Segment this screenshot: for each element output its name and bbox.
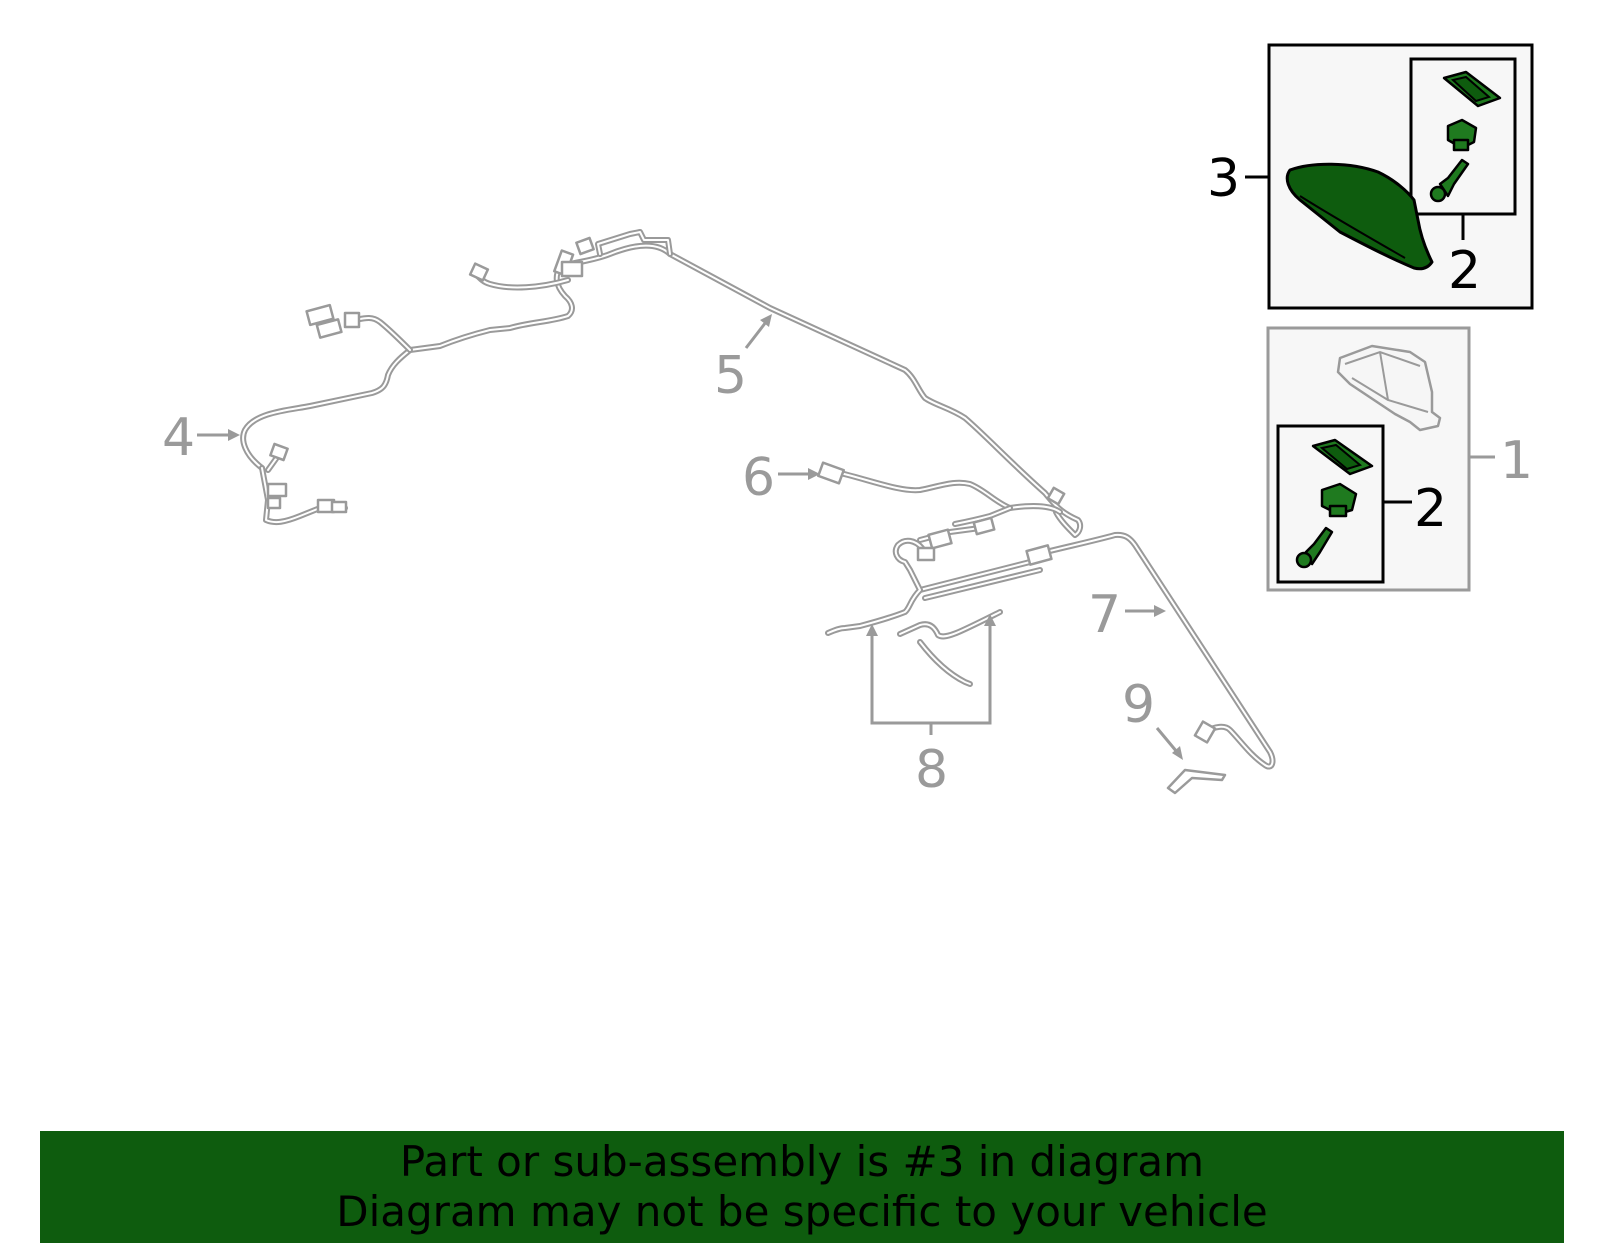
callout-9: 9	[1122, 675, 1155, 735]
leaders-gray	[197, 314, 1183, 760]
wire-harness-4	[240, 229, 1084, 538]
banner-line-part: Part or sub-assembly is #3 in diagram	[399, 1137, 1205, 1186]
part-9-bracket	[1166, 768, 1227, 795]
callout-5: 5	[714, 346, 747, 406]
callout-8: 8	[915, 740, 948, 800]
callout-7: 7	[1088, 585, 1121, 645]
part-1-antenna-assembly-box[interactable]	[1266, 326, 1471, 592]
antenna-cover-part	[1285, 162, 1434, 271]
callout-2b: 2	[1414, 479, 1447, 539]
callout-2a: 2	[1448, 241, 1481, 301]
callout-4: 4	[162, 408, 195, 468]
banner-line-disclaimer: Diagram may not be specific to your vehi…	[336, 1187, 1268, 1236]
callout-1: 1	[1500, 431, 1533, 491]
callout-3: 3	[1207, 149, 1240, 209]
wire-harness-6-7	[817, 461, 1276, 795]
callout-6: 6	[742, 448, 775, 508]
info-banner: Part or sub-assembly is #3 in diagram Di…	[40, 1131, 1564, 1243]
part-3-antenna-box[interactable]	[1267, 43, 1534, 310]
